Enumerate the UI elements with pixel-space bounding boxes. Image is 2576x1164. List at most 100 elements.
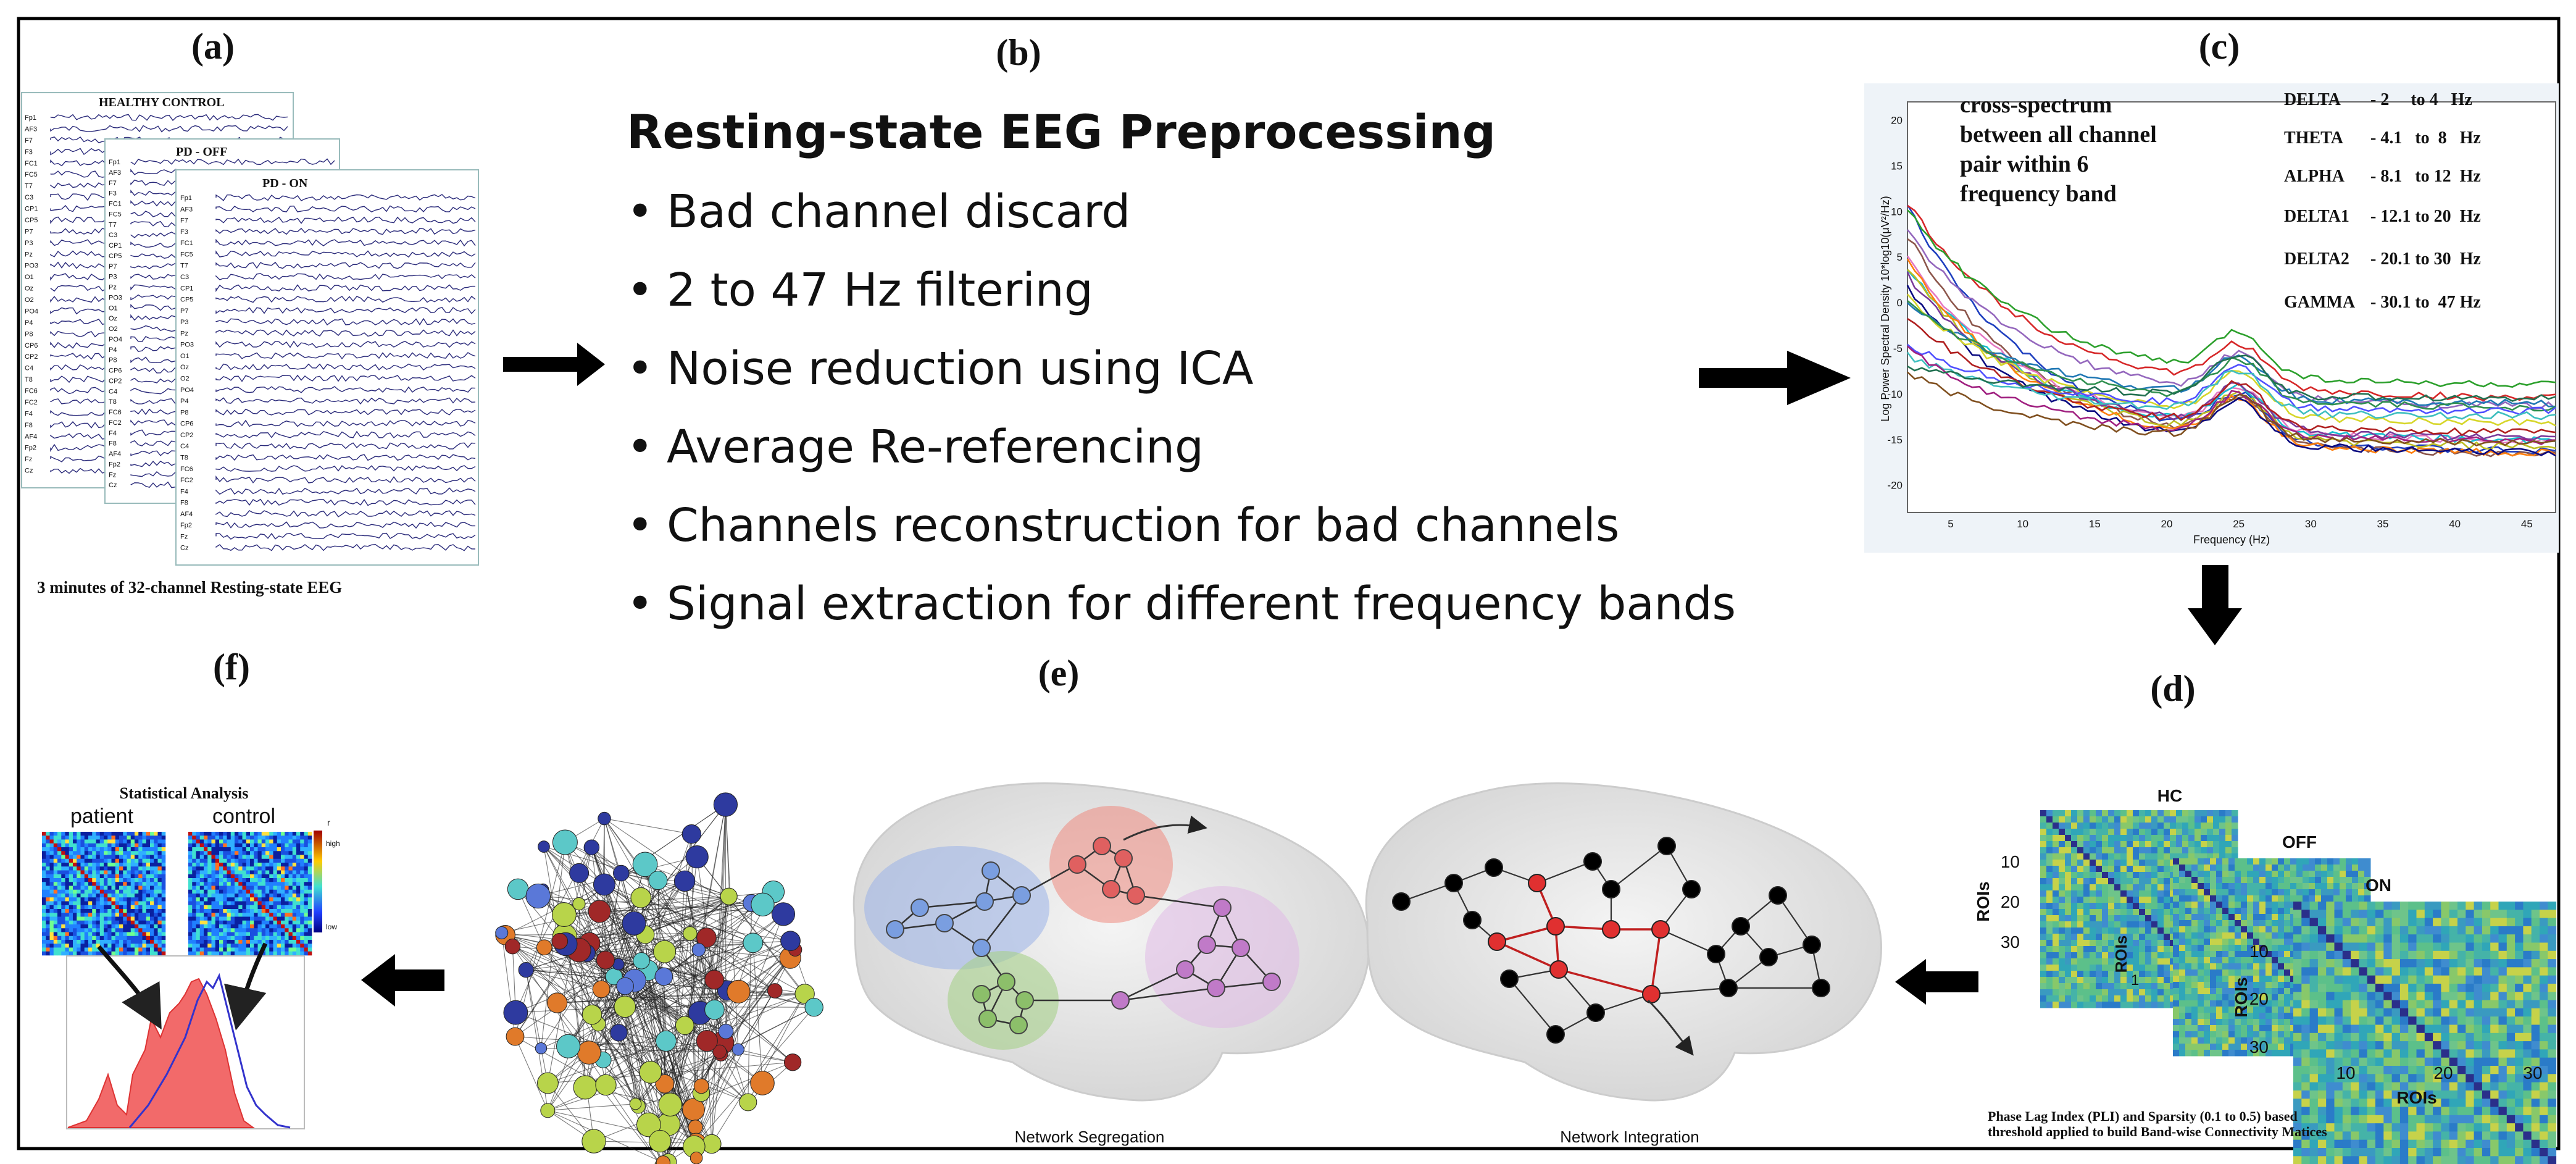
heat-cell — [42, 924, 46, 929]
heat-cell — [46, 909, 50, 913]
matrix-cell — [2293, 902, 2302, 910]
spectrum-xtick: 45 — [2521, 518, 2533, 530]
heat-cell — [161, 932, 166, 937]
matrix-cell — [2253, 1031, 2260, 1038]
segregation-edge — [1135, 894, 1223, 909]
segregation-node — [1068, 855, 1086, 874]
heat-cell — [146, 936, 151, 940]
matrix-cell — [2309, 1024, 2319, 1034]
network-edge — [725, 804, 739, 1050]
matrix-cell — [2321, 865, 2328, 871]
matrix-cell — [2077, 940, 2084, 947]
heat-cell — [69, 874, 73, 879]
matrix-cell — [2179, 865, 2186, 871]
heat-cell — [150, 843, 154, 848]
matrix-cell — [2179, 969, 2186, 976]
matrix-cell — [2213, 829, 2220, 835]
spectrum-curve — [1907, 354, 2556, 402]
matrix-cell — [2102, 927, 2109, 934]
matrix-cell — [2241, 926, 2248, 933]
heat-cell — [104, 897, 108, 902]
heat-cell — [115, 886, 120, 890]
matrix-cell — [2040, 816, 2047, 823]
matrix-cell — [2317, 1066, 2327, 1074]
matrix-cell — [2540, 1000, 2548, 1009]
matrix-cell — [2259, 963, 2266, 970]
matrix-cell — [2151, 847, 2158, 854]
matrix-cell — [2474, 926, 2483, 935]
matrix-cell — [2466, 1090, 2475, 1099]
heat-cell — [99, 897, 104, 902]
matrix-cell — [2272, 994, 2278, 1001]
matrix-cell — [2191, 982, 2198, 989]
heat-cell — [130, 866, 135, 871]
matrix-cell — [2090, 940, 2096, 947]
matrix-cell — [2399, 1024, 2409, 1034]
matrix-cell — [2253, 988, 2260, 995]
matrix-cell — [2449, 910, 2458, 919]
matrix-cell — [2309, 1107, 2319, 1116]
matrix-cell — [2247, 945, 2254, 952]
matrix-cell — [2253, 920, 2260, 927]
matrix-cell — [2531, 902, 2540, 910]
matrix-cell — [2367, 1107, 2376, 1116]
matrix-cell — [2253, 1019, 2260, 1026]
matrix-cell — [2351, 918, 2359, 927]
matrix-cell — [2408, 959, 2417, 968]
heat-cell — [115, 835, 120, 840]
matrix-cell — [2179, 957, 2186, 964]
heat-cell — [154, 874, 158, 879]
matrix-cell — [2482, 926, 2491, 935]
heat-cell — [80, 851, 85, 855]
matrix-cell — [2173, 920, 2180, 927]
matrix-cell — [2359, 1156, 2368, 1164]
matrix-cell — [2185, 963, 2192, 970]
heat-cell — [123, 855, 127, 860]
heat-cell — [65, 909, 70, 913]
matrix-cell — [2127, 989, 2133, 996]
network-node — [702, 1134, 722, 1154]
matrix-cell — [2071, 866, 2078, 873]
matrix-cell — [2352, 877, 2359, 884]
matrix-cell — [2506, 902, 2516, 910]
heat-cell — [154, 835, 158, 840]
matrix-cell — [2235, 1007, 2241, 1013]
matrix-cell — [2399, 902, 2409, 910]
heat-cell — [107, 874, 112, 879]
network-node — [556, 1034, 581, 1058]
matrix-cell — [2441, 967, 2450, 976]
matrix-cell — [2108, 940, 2115, 947]
heat-cell — [73, 909, 77, 913]
network-node — [683, 926, 698, 941]
heat-cell — [65, 866, 70, 871]
matrix-cell — [2284, 1025, 2291, 1032]
network-node — [794, 984, 815, 1004]
matrix-cell — [2293, 1008, 2302, 1017]
matrix-cell — [2416, 902, 2425, 910]
heat-cell — [92, 920, 96, 925]
matrix-cell — [2265, 889, 2272, 896]
heat-cell — [96, 835, 101, 840]
matrix-cell — [2416, 1057, 2425, 1066]
matrix-cell — [2114, 816, 2121, 823]
matrix-cell — [2198, 858, 2204, 865]
heat-cell — [150, 940, 154, 944]
network-node — [673, 870, 696, 892]
heat-cell — [69, 858, 73, 863]
matrix-cell — [2466, 1148, 2475, 1157]
matrix-cell — [2065, 903, 2072, 910]
matrix-cell — [2482, 1148, 2491, 1157]
matrix-cell — [2466, 1139, 2475, 1149]
heat-cell — [115, 855, 120, 860]
matrix-cell — [2065, 915, 2072, 922]
matrix-cell — [2515, 959, 2524, 968]
matrix-cell — [2185, 883, 2192, 890]
matrix-cell — [2201, 841, 2207, 848]
network-edge — [645, 896, 729, 936]
heat-cell — [154, 913, 158, 917]
matrix-cell — [2278, 945, 2285, 952]
matrix-cell — [2441, 1107, 2450, 1116]
heat-cell — [119, 924, 123, 929]
heat-cell — [123, 920, 127, 925]
heat-cell — [42, 916, 46, 921]
